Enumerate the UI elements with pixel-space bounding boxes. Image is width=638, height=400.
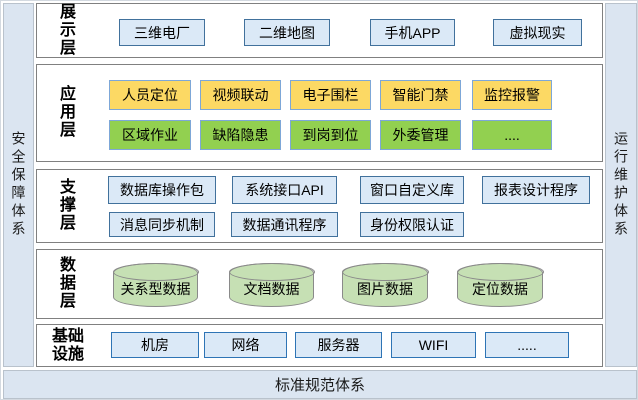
application-layer-label-line: 用 [59,104,76,121]
display-layer-label-line: 示 [59,21,76,39]
application-layer-box: 外委管理 [380,120,461,150]
infrastructure-layer-label: 基础设施 [39,325,97,366]
infrastructure-layer-label-line: 基础 [51,327,84,345]
data-layer-label-line: 层 [59,293,76,310]
support-layer-label-line: 支 [59,179,76,196]
data-layer-cylinder: 文档数据 [228,262,315,307]
bottom-system-bar: 标准规范体系 [3,370,637,399]
support-layer-box: 数据通讯程序 [231,212,338,237]
application-layer-box: 区域作业 [109,120,191,150]
right-system-strip: 运行维护体系 [605,3,637,367]
bottom-system-label: 标准规范体系 [274,377,365,394]
display-layer-box: 虚拟现实 [493,19,582,46]
data-layer: 数据层关系型数据文档数据图片数据定位数据 [36,249,603,319]
application-layer-box: 电子围栏 [290,80,371,110]
application-layer-box: 监控报警 [472,80,552,110]
data-layer-cylinder: 定位数据 [456,262,544,307]
data-layer-label: 数据层 [39,250,97,318]
support-layer-label-line: 撑 [59,197,76,214]
application-layer-box: 人员定位 [109,80,191,110]
support-layer-box: 身份权限认证 [360,212,464,237]
application-layer-box: .... [472,120,552,150]
support-layer-box: 窗口自定义库 [360,176,464,204]
data-layer-label-line: 数 [59,257,76,274]
display-layer-label-line: 展 [59,3,76,21]
data-layer-label-line: 据 [59,275,76,292]
application-layer-box: 缺陷隐患 [200,120,281,150]
application-layer: 应用层人员定位视频联动电子围栏智能门禁监控报警区域作业缺陷隐患到岗到位外委管理.… [36,64,603,162]
display-layer-box: 手机APP [370,19,455,46]
application-layer-box: 智能门禁 [380,80,461,110]
infrastructure-layer-box: ..... [485,332,569,358]
support-layer-box: 报表设计程序 [482,176,590,204]
infrastructure-layer-label-line: 设施 [51,345,84,363]
support-layer-box: 消息同步机制 [109,212,215,237]
infrastructure-layer-box: 服务器 [295,332,382,358]
support-layer-box: 数据库操作包 [108,176,216,204]
application-layer-label: 应用层 [39,65,97,161]
display-layer-box: 三维电厂 [119,19,205,46]
left-system-strip: 安全保障体系 [3,3,34,367]
support-layer-label-line: 层 [59,215,76,232]
display-layer-label-line: 层 [59,39,76,57]
support-layer-box: 系统接口API [232,176,337,204]
display-layer-box: 二维地图 [244,19,330,46]
right-system-label: 运行维护体系 [613,131,629,239]
left-system-label: 安全保障体系 [10,131,27,239]
data-layer-cylinder: 图片数据 [341,262,429,307]
application-layer-box: 视频联动 [200,80,281,110]
display-layer-label: 展示层 [39,4,97,57]
application-layer-label-line: 层 [59,122,76,139]
application-layer-box: 到岗到位 [290,120,371,150]
infrastructure-layer-box: 网络 [204,332,287,358]
data-layer-cylinder: 关系型数据 [112,262,199,307]
application-layer-label-line: 应 [59,86,76,103]
infrastructure-layer-box: WIFI [391,332,476,358]
support-layer-label: 支撑层 [39,170,97,242]
infrastructure-layer-box: 机房 [111,332,199,358]
